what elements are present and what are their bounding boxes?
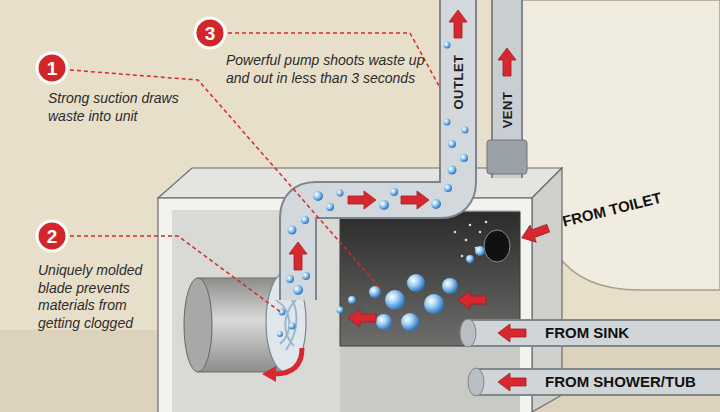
sink-pipe bbox=[470, 321, 720, 345]
pipe-label: VENT bbox=[501, 92, 514, 129]
inlet-label: FROM SINK bbox=[545, 325, 629, 342]
flow-arrow bbox=[401, 191, 429, 209]
bubble bbox=[337, 307, 344, 314]
sink-pipe-outline bbox=[470, 319, 720, 347]
bubble bbox=[301, 216, 309, 224]
macerator-blade bbox=[276, 292, 297, 350]
toilet-inlet bbox=[484, 230, 510, 262]
bubble bbox=[462, 127, 469, 134]
bubble bbox=[442, 278, 458, 294]
bubble bbox=[460, 154, 468, 162]
flow-arrow bbox=[449, 10, 467, 38]
bubble bbox=[313, 191, 323, 201]
callout-text: Uniquely molded blade prevents materials… bbox=[38, 262, 153, 332]
callout-number: 2 bbox=[47, 227, 58, 246]
motor-end bbox=[184, 278, 212, 372]
flow-arrow bbox=[289, 242, 307, 270]
bubble bbox=[277, 331, 283, 337]
bubble bbox=[424, 294, 444, 314]
bubble bbox=[286, 275, 294, 283]
pipe-label: OUTLET bbox=[452, 55, 465, 110]
housing-front bbox=[158, 198, 532, 412]
outlet-pipe bbox=[298, 0, 458, 300]
bubble bbox=[288, 226, 297, 235]
flow-arrow bbox=[498, 48, 516, 76]
shower-pipe bbox=[478, 370, 720, 394]
bubble bbox=[326, 203, 334, 211]
bubble bbox=[376, 314, 392, 330]
vent-collar bbox=[487, 140, 527, 174]
callout-circle: 1 bbox=[35, 51, 69, 85]
bubble bbox=[401, 313, 419, 331]
spray-dot bbox=[469, 224, 472, 227]
callout-circle: 3 bbox=[193, 16, 227, 50]
flow-arrow bbox=[458, 291, 486, 309]
bubble bbox=[293, 285, 303, 295]
spray-dot bbox=[461, 255, 464, 258]
rotation-arrow bbox=[274, 348, 302, 374]
sink-pipe-end bbox=[460, 319, 476, 347]
bubble bbox=[302, 272, 310, 280]
bubble bbox=[379, 200, 389, 210]
bubble bbox=[444, 42, 451, 49]
callout-number: 1 bbox=[47, 59, 58, 78]
callout-text: Strong suction draws waste into unit bbox=[48, 90, 208, 125]
bubble bbox=[475, 246, 485, 256]
inlet-label: FROM SHOWER/TUB bbox=[545, 374, 696, 391]
flow-arrow bbox=[348, 309, 376, 327]
water-spray bbox=[454, 221, 488, 264]
callout-number: 3 bbox=[205, 24, 216, 43]
spray-dot bbox=[465, 239, 468, 242]
bubble bbox=[448, 166, 457, 175]
flow-arrow bbox=[348, 191, 376, 209]
flow-arrow bbox=[498, 373, 526, 391]
callout-circle-fill bbox=[195, 18, 225, 48]
callout-circle-fill bbox=[37, 221, 67, 251]
flow-arrow bbox=[498, 324, 526, 342]
outlet-pipe-outline bbox=[298, 0, 458, 300]
housing-cutaway bbox=[172, 210, 520, 412]
bubble bbox=[390, 188, 398, 196]
bubble bbox=[448, 140, 456, 148]
bubble bbox=[337, 190, 344, 197]
bubble bbox=[444, 184, 452, 192]
bubble bbox=[431, 199, 441, 209]
bubble bbox=[289, 323, 296, 330]
bubble bbox=[407, 274, 425, 292]
shower-pipe-end bbox=[468, 368, 484, 396]
rotation-arrow-head bbox=[262, 366, 276, 382]
bubble bbox=[385, 290, 405, 310]
callout-text: Powerful pump shoots waste up and out in… bbox=[226, 52, 426, 87]
bubble bbox=[369, 286, 381, 298]
bubble bbox=[466, 255, 474, 263]
callout-circle-fill bbox=[37, 53, 67, 83]
shower-pipe-outline bbox=[478, 368, 720, 396]
bubble bbox=[444, 119, 451, 126]
spray-dot bbox=[485, 221, 488, 224]
spray-dot bbox=[454, 231, 457, 234]
spray-dot bbox=[479, 231, 482, 234]
callout-circle: 2 bbox=[35, 219, 69, 253]
flow-arrow bbox=[519, 220, 551, 246]
bubble bbox=[348, 296, 356, 304]
